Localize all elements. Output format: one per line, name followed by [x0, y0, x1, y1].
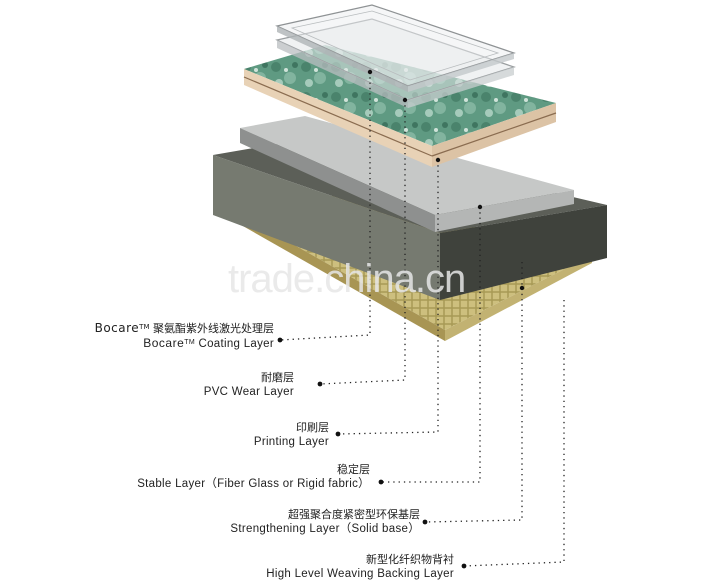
leader-dots — [277, 69, 525, 569]
strengthening-layer-cn: 超强聚合度紧密型环保基层 — [288, 508, 420, 521]
stable-layer-label: 稳定层 Stable Layer（Fiber Glass or Rigid fa… — [137, 462, 370, 492]
stable-layer-cn: 稳定层 — [337, 463, 370, 476]
backing-layer-label: 新型化纤织物背衬 High Level Weaving Backing Laye… — [266, 552, 454, 582]
coating-glass-layers — [275, 4, 516, 108]
brand-name-en: Bocare — [143, 336, 185, 350]
wear-layer-label: 耐磨层 PVC Wear Layer — [204, 370, 294, 400]
strengthening-layer-label: 超强聚合度紧密型环保基层 Strengthening Layer（Solid b… — [230, 507, 420, 537]
strengthening-layer-en: Strengthening Layer（Solid base） — [230, 523, 420, 535]
trademark: TM — [139, 323, 150, 331]
stable-layer-en: Stable Layer（Fiber Glass or Rigid fabric… — [137, 478, 370, 490]
coating-layer-en: Coating Layer — [198, 338, 274, 350]
trademark-en: TM — [184, 339, 195, 346]
wear-layer-cn: 耐磨层 — [261, 371, 294, 384]
coating-layer-cn: 聚氨酯紫外线激光处理层 — [153, 322, 274, 335]
coating-layer-label: BocareTM 聚氨酯紫外线激光处理层 BocareTM Coating La… — [95, 321, 274, 352]
watermark: trade.china.cn — [228, 257, 466, 301]
backing-layer-en: High Level Weaving Backing Layer — [266, 568, 454, 580]
printing-layer-en: Printing Layer — [253, 436, 329, 448]
leader-lines — [279, 72, 565, 567]
printing-layer-cn: 印刷层 — [296, 421, 329, 434]
wear-layer-en: PVC Wear Layer — [203, 386, 294, 398]
brand-name: Bocare — [94, 321, 140, 335]
stable-layer — [240, 116, 574, 232]
printing-layer-label: 印刷层 Printing Layer — [254, 420, 329, 450]
backing-layer-cn: 新型化纤织物背衬 — [366, 553, 454, 566]
